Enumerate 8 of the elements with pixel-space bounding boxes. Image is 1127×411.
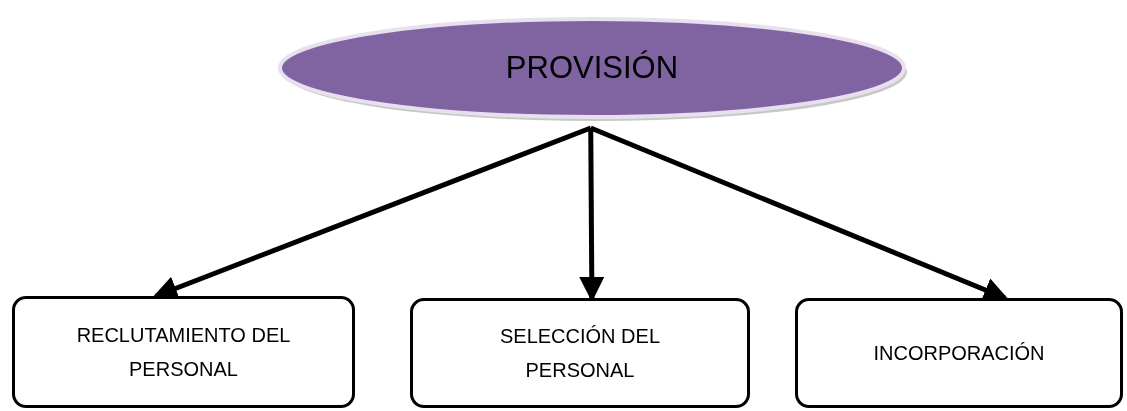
node-title: PROVISIÓN [505, 48, 679, 87]
process-box [410, 298, 750, 408]
node-label: INCORPORACIÓN [873, 341, 1045, 366]
ellipse-node [276, 14, 908, 122]
process-box [12, 296, 355, 408]
process-box [795, 298, 1123, 408]
node-label: RECLUTAMIENTO DEL PERSONAL [75, 323, 292, 382]
node-label: SELECCIÓN DEL PERSONAL [498, 324, 662, 383]
